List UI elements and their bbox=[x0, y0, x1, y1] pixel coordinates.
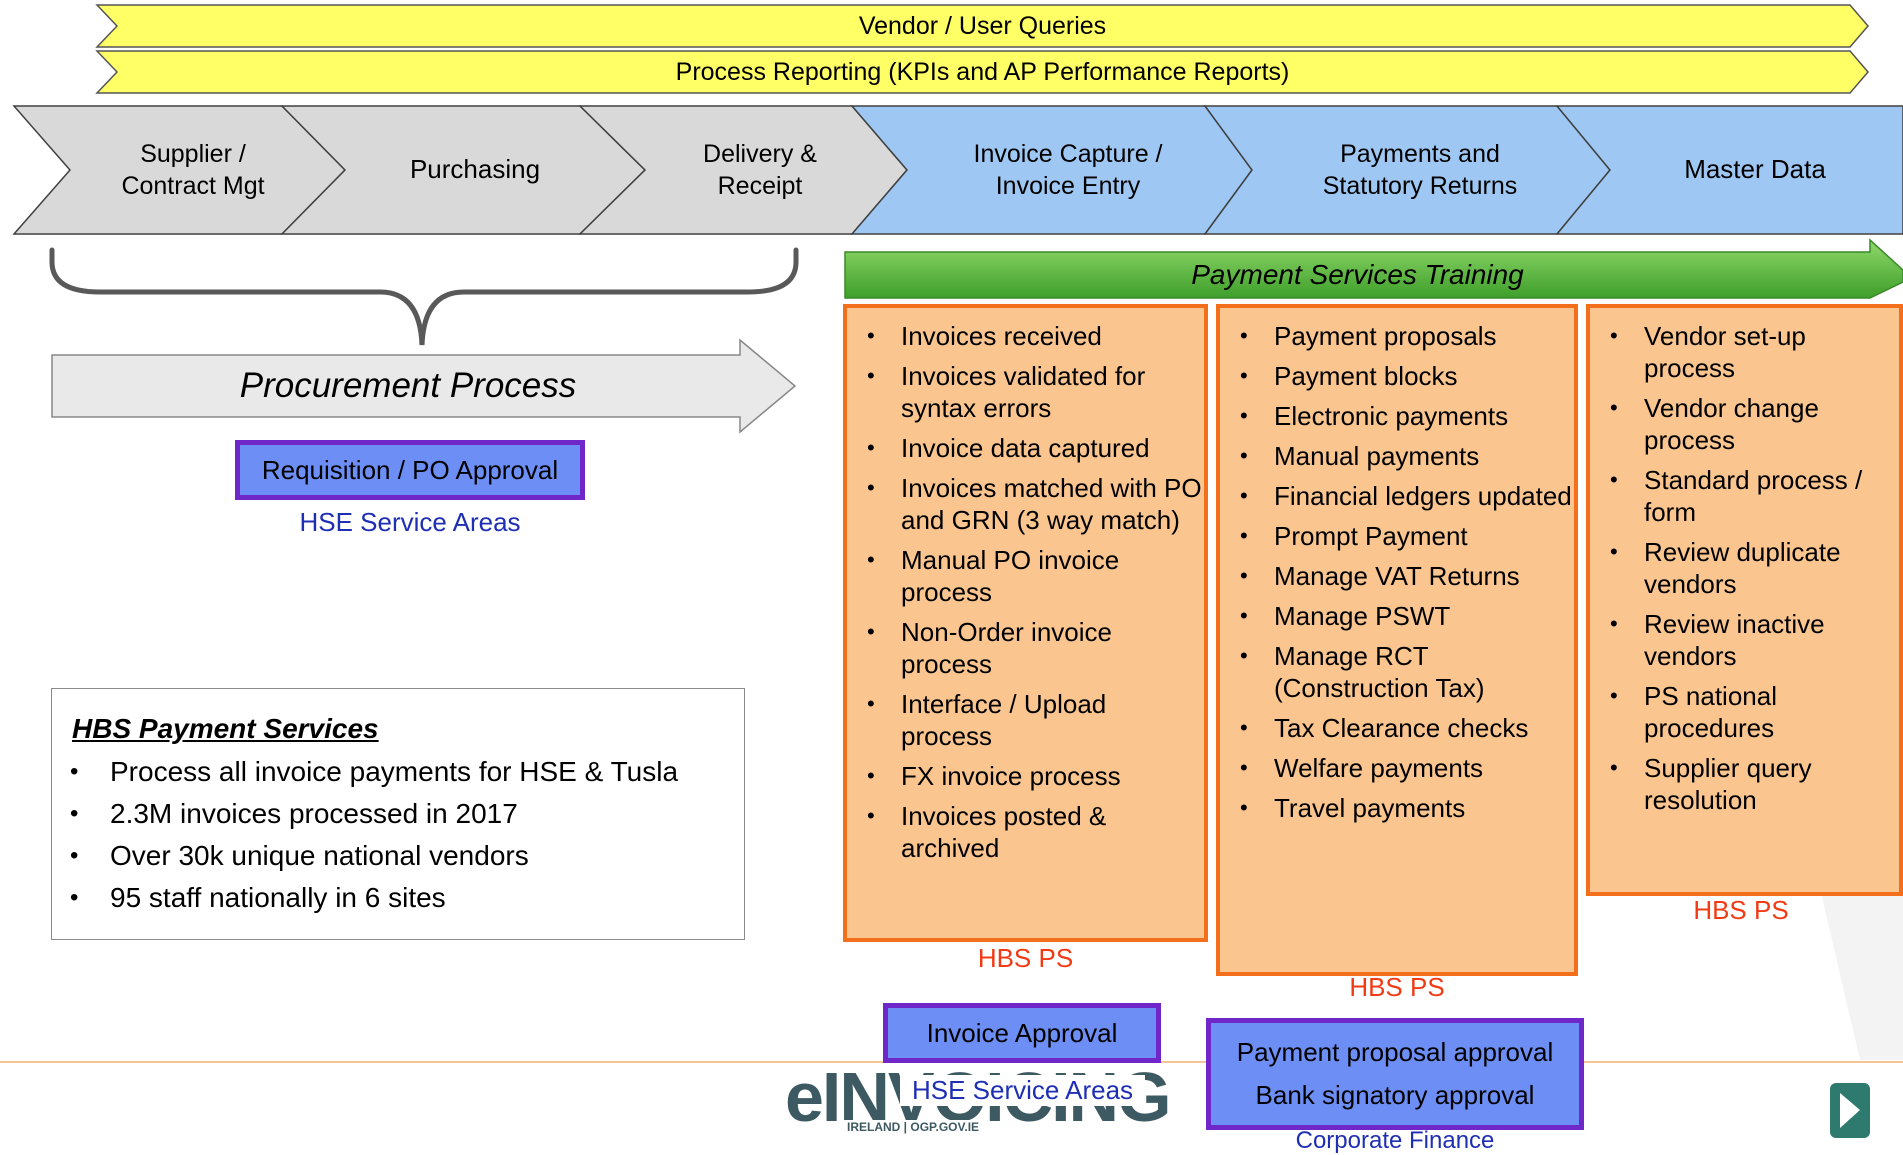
invoice-approval-box: Invoice Approval bbox=[883, 1003, 1161, 1063]
hbs-panel-list: Process all invoice payments for HSE & T… bbox=[52, 755, 732, 923]
vendor-queries-label: Vendor / User Queries bbox=[858, 11, 1107, 40]
list-item: Interface / Upload process bbox=[847, 688, 1204, 752]
process-reporting-banner-shape bbox=[95, 50, 1869, 94]
list-item: Invoices matched with PO and GRN (3 way … bbox=[847, 472, 1204, 536]
chevron-delivery-label: Delivery & Receipt bbox=[703, 139, 817, 201]
list-item: Invoices received bbox=[847, 320, 1204, 352]
payment-approval-box: Payment proposal approval Bank signatory… bbox=[1206, 1018, 1584, 1130]
list-item: Review duplicate vendors bbox=[1590, 536, 1899, 600]
list-item: Process all invoice payments for HSE & T… bbox=[52, 755, 732, 789]
list-item: Invoice data captured bbox=[847, 432, 1204, 464]
list-item: Tax Clearance checks bbox=[1220, 712, 1574, 744]
invoice-capture-box: Invoices received Invoices validated for… bbox=[843, 304, 1208, 942]
payment-approval-line1: Payment proposal approval bbox=[1236, 1037, 1554, 1067]
payments-box: Payment proposals Payment blocks Electro… bbox=[1216, 304, 1578, 976]
requisition-approval-box: Requisition / PO Approval bbox=[235, 440, 585, 500]
chevron-master-data-shape bbox=[1555, 105, 1903, 235]
list-item: Financial ledgers updated bbox=[1220, 480, 1574, 512]
chevron-payments-label: Payments and Statutory Returns bbox=[1322, 139, 1518, 201]
master-data-owner: HBS PS bbox=[1693, 895, 1789, 925]
invoice-approval-owner: HSE Service Areas bbox=[900, 1075, 1145, 1106]
list-item: Manage PSWT bbox=[1220, 600, 1574, 632]
list-item: Non-Order invoice process bbox=[847, 616, 1204, 680]
list-item: Manage RCT (Construction Tax) bbox=[1220, 640, 1574, 704]
hbs-panel: HBS Payment Services Process all invoice… bbox=[51, 688, 745, 940]
procurement-arrow-shape bbox=[51, 338, 797, 434]
list-item: Vendor set-up process bbox=[1590, 320, 1899, 384]
list-item: PS national procedures bbox=[1590, 680, 1899, 744]
list-item: Payment proposals bbox=[1220, 320, 1574, 352]
list-item: Manual PO invoice process bbox=[847, 544, 1204, 608]
chevron-purchasing-label: Purchasing bbox=[409, 154, 541, 185]
list-item: FX invoice process bbox=[847, 760, 1204, 792]
procurement-owner: HSE Service Areas bbox=[299, 507, 521, 537]
list-item: Vendor change process bbox=[1590, 392, 1899, 456]
list-item: Manual payments bbox=[1220, 440, 1574, 472]
list-item: Over 30k unique national vendors bbox=[52, 839, 732, 873]
list-item: Invoices validated for syntax errors bbox=[847, 360, 1204, 424]
master-data-box: Vendor set-up process Vendor change proc… bbox=[1586, 304, 1903, 896]
chevron-master-data-label: Master Data bbox=[1684, 154, 1826, 185]
chevron-invoice-capture-label: Invoice Capture / Invoice Entry bbox=[973, 139, 1163, 201]
list-item: Standard process / form bbox=[1590, 464, 1899, 528]
list-item: Electronic payments bbox=[1220, 400, 1574, 432]
list-item: Payment blocks bbox=[1220, 360, 1574, 392]
payments-owner: HBS PS bbox=[1349, 972, 1445, 1002]
invoice-capture-owner: HBS PS bbox=[977, 943, 1074, 973]
payment-approval-line2: Bank signatory approval bbox=[1255, 1080, 1535, 1110]
payments-list: Payment proposals Payment blocks Electro… bbox=[1220, 308, 1574, 824]
invoice-capture-list: Invoices received Invoices validated for… bbox=[847, 308, 1204, 864]
list-item: Review inactive vendors bbox=[1590, 608, 1899, 672]
list-item: Welfare payments bbox=[1220, 752, 1574, 784]
payment-approval-owner: Corporate Finance bbox=[1295, 1127, 1495, 1154]
einvoicing-logo-subtext: IRELAND | OGP.GOV.IE bbox=[843, 1120, 984, 1134]
procurement-brace bbox=[49, 247, 799, 346]
training-arrow-shape bbox=[844, 238, 1903, 299]
list-item: Invoices posted & archived bbox=[847, 800, 1204, 864]
procurement-arrow-label: Procurement Process bbox=[239, 366, 577, 406]
training-arrow-label: Payment Services Training bbox=[1191, 258, 1524, 290]
process-reporting-label: Process Reporting (KPIs and AP Performan… bbox=[675, 57, 1290, 86]
list-item: Manage VAT Returns bbox=[1220, 560, 1574, 592]
master-data-list: Vendor set-up process Vendor change proc… bbox=[1590, 308, 1899, 816]
list-item: 95 staff nationally in 6 sites bbox=[52, 881, 732, 915]
list-item: Supplier query resolution bbox=[1590, 752, 1899, 816]
vendor-queries-banner-shape bbox=[95, 4, 1869, 48]
chevron-supplier-label: Supplier / Contract Mgt bbox=[121, 139, 265, 201]
list-item: 2.3M invoices processed in 2017 bbox=[52, 797, 732, 831]
list-item: Travel payments bbox=[1220, 792, 1574, 824]
hbs-panel-title: HBS Payment Services bbox=[72, 713, 379, 744]
list-item: Prompt Payment bbox=[1220, 520, 1574, 552]
